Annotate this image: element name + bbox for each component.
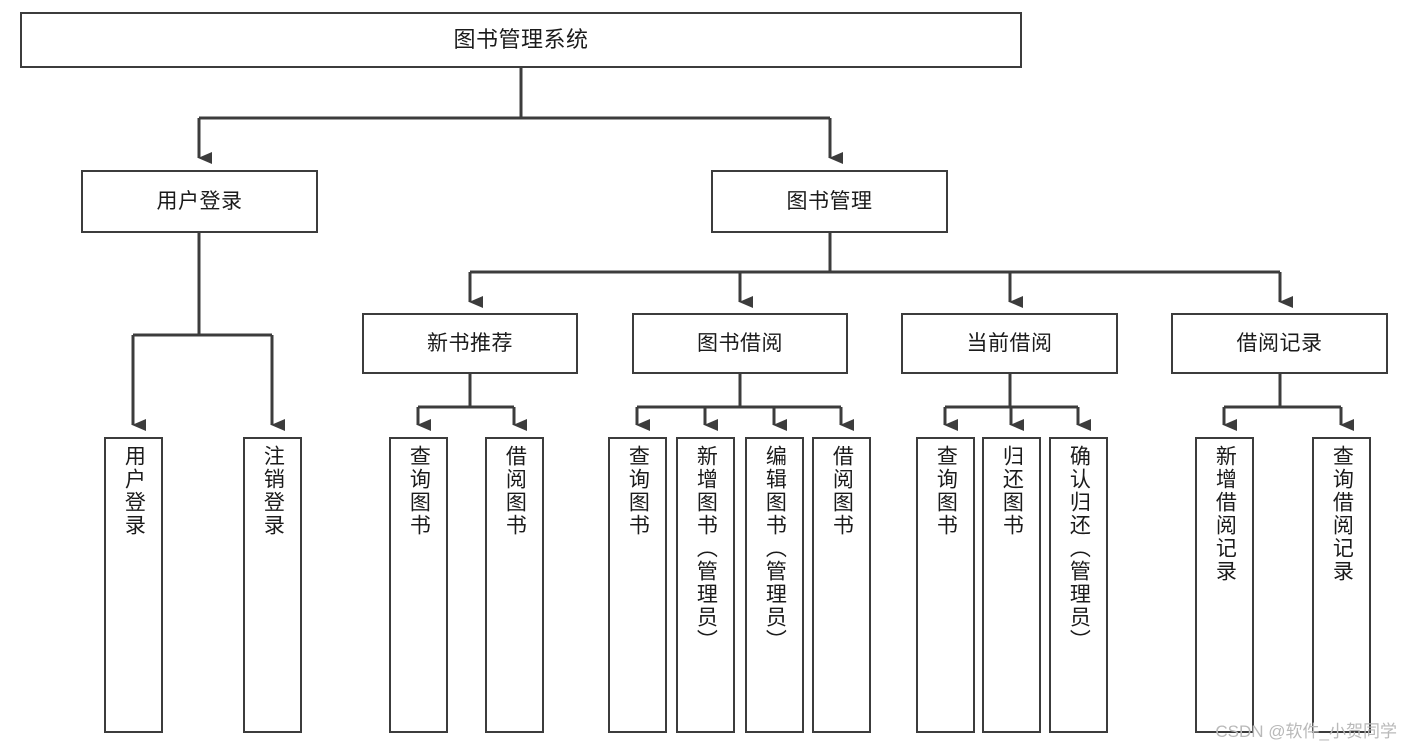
node-new-book-recommend[interactable]: 新书推荐 (362, 313, 578, 374)
node-label: 图书管理 (786, 189, 873, 213)
leaf-user-login-signout[interactable]: 注销登录 (243, 437, 302, 733)
leaf-user-login-signin[interactable]: 用户登录 (104, 437, 163, 733)
node-book-management-system[interactable]: 图书管理系统 (20, 12, 1022, 68)
node-label: 图书管理系统 (453, 26, 589, 52)
node-label: 查询图书 (407, 445, 431, 537)
node-label: 注销登录 (261, 445, 285, 537)
node-label: 新书推荐 (427, 331, 513, 355)
node-borrow-records[interactable]: 借阅记录 (1171, 313, 1388, 374)
node-label: 查询借阅记录 (1330, 445, 1354, 583)
node-book-management[interactable]: 图书管理 (711, 170, 948, 233)
node-label: 当前借阅 (966, 331, 1053, 355)
leaf-current-confirm-return-admin[interactable]: 确认归还（管理员） (1049, 437, 1108, 733)
leaf-borrow-add-book-admin[interactable]: 新增图书（管理员） (676, 437, 735, 733)
node-label: 图书借阅 (697, 331, 783, 355)
node-label: 归还图书 (1000, 445, 1024, 537)
leaf-new-book-query-book[interactable]: 查询图书 (389, 437, 448, 733)
node-book-borrow[interactable]: 图书借阅 (632, 313, 848, 374)
node-label: 用户登录 (156, 189, 243, 213)
node-label: 借阅记录 (1236, 331, 1323, 355)
leaf-borrow-borrow-book[interactable]: 借阅图书 (812, 437, 871, 733)
node-label: 查询图书 (626, 445, 650, 537)
node-label: 用户登录 (122, 445, 146, 537)
leaf-current-return-book[interactable]: 归还图书 (982, 437, 1041, 733)
node-user-login[interactable]: 用户登录 (81, 170, 318, 233)
leaf-borrow-query-book[interactable]: 查询图书 (608, 437, 667, 733)
node-label: 借阅图书 (830, 445, 854, 537)
node-label: 编辑图书（管理员） (763, 445, 787, 652)
leaf-new-book-borrow-book[interactable]: 借阅图书 (485, 437, 544, 733)
node-label: 借阅图书 (503, 445, 527, 537)
node-current-borrow[interactable]: 当前借阅 (901, 313, 1118, 374)
leaf-records-query-record[interactable]: 查询借阅记录 (1312, 437, 1371, 733)
node-label: 确认归还（管理员） (1067, 445, 1091, 652)
leaf-records-add-record[interactable]: 新增借阅记录 (1195, 437, 1254, 733)
node-label: 新增借阅记录 (1213, 445, 1237, 583)
node-label: 查询图书 (934, 445, 958, 537)
node-label: 新增图书（管理员） (694, 445, 718, 652)
leaf-current-query-book[interactable]: 查询图书 (916, 437, 975, 733)
leaf-borrow-edit-book-admin[interactable]: 编辑图书（管理员） (745, 437, 804, 733)
